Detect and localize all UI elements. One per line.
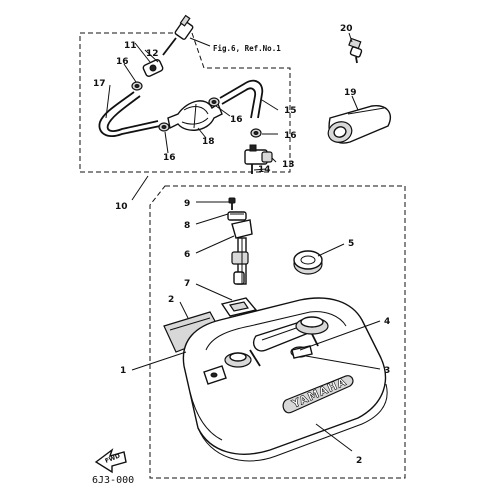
callout-7: 7 bbox=[184, 279, 190, 289]
part-16-clip-c bbox=[208, 97, 220, 107]
callout-3: 3 bbox=[384, 366, 390, 376]
part-16-clip-b bbox=[158, 122, 170, 132]
part-5-tank-cap bbox=[293, 250, 323, 275]
callout-1: 1 bbox=[120, 366, 126, 376]
part-19-rubber-cover bbox=[327, 105, 391, 144]
part-20-vent-screw bbox=[348, 37, 363, 64]
part-17-fuel-hose-left bbox=[98, 91, 161, 137]
callout-2-bottom: 2 bbox=[356, 456, 362, 466]
diagram-code-text: 6J3-000 bbox=[92, 475, 134, 484]
callout-17: 17 bbox=[93, 79, 106, 89]
part-16-clip-a bbox=[131, 81, 143, 91]
callout-10: 10 bbox=[115, 202, 128, 212]
callout-4: 4 bbox=[384, 317, 390, 327]
callout-labels: 11 12 16 17 16 18 16 15 16 13 14 10 20 1… bbox=[93, 24, 390, 466]
part-6-fuel-gauge bbox=[231, 219, 253, 285]
callout-11: 11 bbox=[124, 41, 137, 51]
callout-2-top: 2 bbox=[168, 295, 174, 305]
part-16-clip-d bbox=[250, 128, 262, 138]
callout-18: 18 bbox=[202, 137, 215, 147]
part-1-fuel-tank: YAMAHA bbox=[182, 297, 388, 462]
part-13-tank-connector bbox=[244, 144, 273, 174]
hose-kit-group-box bbox=[79, 32, 291, 173]
callout-15: 15 bbox=[284, 106, 297, 116]
callout-20: 20 bbox=[340, 24, 353, 34]
callout-16-a: 16 bbox=[116, 57, 129, 67]
callout-12: 12 bbox=[146, 49, 159, 59]
figure-reference-text: Fig.6, Ref.No.1 bbox=[213, 44, 281, 53]
part-7-gasket bbox=[220, 297, 258, 317]
part-18-primer-bulb bbox=[167, 100, 223, 131]
part-12-hose-connector bbox=[162, 14, 194, 56]
callout-16-d: 16 bbox=[284, 131, 297, 141]
callout-13: 13 bbox=[282, 160, 295, 170]
callout-16-c: 16 bbox=[230, 115, 243, 125]
part-9-screw bbox=[228, 197, 236, 210]
part-15-fuel-hose-right bbox=[219, 79, 264, 119]
tank-group-box bbox=[149, 185, 406, 479]
forward-direction-arrow: FWD bbox=[94, 448, 127, 474]
callout-6: 6 bbox=[184, 250, 190, 260]
callout-16-b: 16 bbox=[163, 153, 176, 163]
callout-9: 9 bbox=[184, 199, 190, 209]
callout-19: 19 bbox=[344, 88, 357, 98]
callout-8: 8 bbox=[184, 221, 190, 231]
part-11-hose-joint bbox=[142, 59, 164, 77]
callout-5: 5 bbox=[348, 239, 354, 249]
part-8-gauge-cap bbox=[227, 211, 247, 221]
leader-lines bbox=[105, 32, 381, 452]
callout-14: 14 bbox=[258, 165, 271, 175]
